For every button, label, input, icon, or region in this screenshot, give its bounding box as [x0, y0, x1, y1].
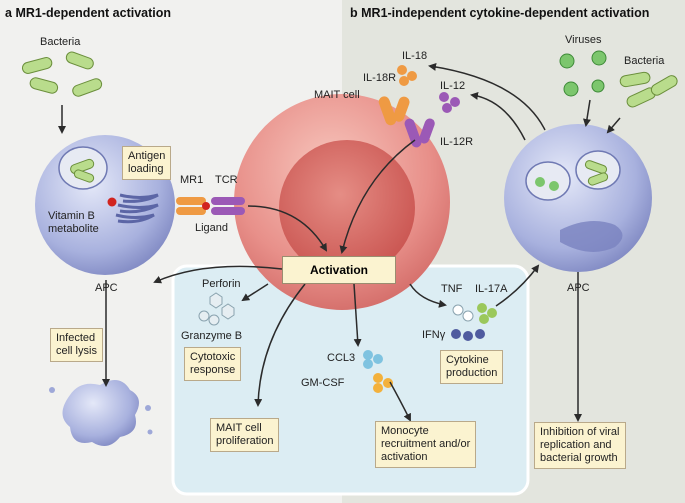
apc-right [504, 124, 652, 272]
infected-lysis-line2: cell lysis [56, 345, 97, 357]
antigen-loading-line2: loading [128, 163, 164, 175]
lysed-cell [49, 380, 153, 446]
cytotoxic-line2: response [190, 364, 236, 376]
inhibition-line3: bacterial growth [540, 452, 618, 464]
activation-label: Activation [309, 263, 368, 277]
monocyte-line2: recruitment and/or [381, 438, 471, 450]
cytotoxic-line1: Cytotoxic [190, 351, 236, 363]
panel-b-letter: b [350, 6, 358, 20]
label-apc-right: APC [567, 282, 590, 294]
inhibition-box: Inhibition of viral replication and bact… [534, 422, 626, 469]
cytokine-production-line2: production [446, 367, 498, 379]
bacteria-cluster-right [619, 71, 678, 108]
antigen-loading-line1: Antigen [128, 150, 166, 162]
monocyte-line3: activation [381, 451, 428, 463]
panel-a-title: a MR1-dependent activation [5, 6, 171, 20]
il18-ligand [397, 65, 417, 86]
label-il12r: IL-12R [440, 136, 474, 148]
label-tnf: TNF [441, 283, 463, 295]
inhibition-line2: replication and [540, 439, 612, 451]
panel-b-heading: MR1-independent cytokine-dependent activ… [361, 6, 650, 20]
label-perforin: Perforin [202, 278, 241, 290]
ccl3-gmcsf-glyphs [363, 350, 393, 393]
label-vitamin-b-2: metabolite [48, 223, 99, 235]
tnf-il17-ifng-glyphs [451, 303, 497, 341]
monocyte-box: Monocyte recruitment and/or activation [375, 421, 477, 468]
panel-a-letter: a [5, 6, 12, 20]
cytotoxic-box: Cytotoxic response [184, 347, 242, 381]
mait-proliferation-line2: proliferation [216, 435, 274, 447]
label-ligand: Ligand [195, 222, 229, 234]
label-bacteria-left: Bacteria [40, 36, 81, 48]
label-il12: IL-12 [440, 80, 466, 92]
cytokine-production-line1: Cytokine [446, 354, 489, 366]
infected-lysis-line1: Infected [56, 332, 96, 344]
monocyte-line1: Monocyte [381, 425, 429, 437]
label-gmcsf: GM-CSF [301, 377, 345, 389]
mr1-tcr-complex [176, 197, 245, 215]
inhibition-line1: Inhibition of viral [540, 426, 620, 438]
antigen-loading-box: Antigen loading [122, 146, 172, 180]
label-ifng: IFNγ [422, 329, 446, 341]
arrows [58, 62, 621, 422]
label-granzyme: Granzyme B [181, 330, 243, 342]
activation-box: Activation [282, 256, 396, 284]
label-ccl3: CCL3 [327, 352, 356, 364]
il12-receptor [404, 118, 435, 148]
label-bacteria-right: Bacteria [624, 55, 665, 67]
panel-a-heading: MR1-dependent activation [15, 6, 172, 20]
label-vitamin-b-1: Vitamin B [48, 210, 95, 222]
label-il18r: IL-18R [363, 72, 397, 84]
label-il18: IL-18 [402, 50, 428, 62]
label-mr1: MR1 [180, 174, 204, 186]
panel-b-title: b MR1-independent cytokine-dependent act… [350, 6, 649, 20]
label-mait-cell: MAIT cell [314, 89, 360, 101]
bacteria-cluster-left [21, 51, 103, 97]
bacterium-in-vacuole [70, 158, 95, 183]
il18-receptor [378, 96, 410, 126]
il12-ligand [439, 92, 460, 113]
cytokine-production-box: Cytokine production [440, 350, 504, 384]
label-il17a: IL-17A [475, 283, 508, 295]
label-tcr: TCR [215, 174, 238, 186]
virus-cluster [559, 50, 607, 97]
infected-lysis-box: Infected cell lysis [50, 328, 103, 362]
label-apc-left: APC [95, 282, 118, 294]
mait-proliferation-line1: MAIT cell [216, 422, 262, 434]
mait-proliferation-box: MAIT cell proliferation [210, 418, 280, 452]
label-viruses: Viruses [565, 34, 602, 46]
perforin-granzyme-glyphs [198, 292, 235, 326]
